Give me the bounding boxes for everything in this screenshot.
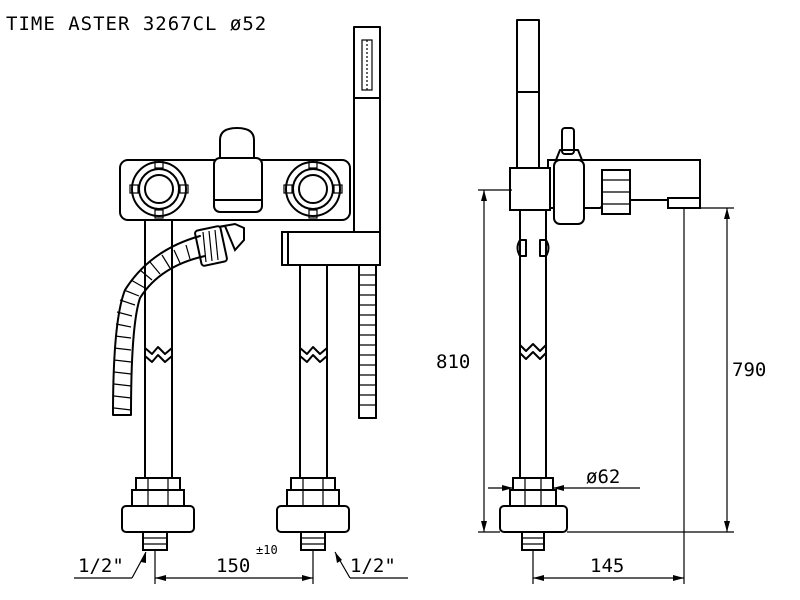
right-base	[276, 477, 350, 551]
side-view: 810 790 ø62 145	[436, 19, 766, 584]
side-dimensions: 810 790 ø62 145	[436, 189, 766, 584]
side-column	[519, 199, 547, 479]
hand-shower	[353, 26, 381, 236]
total-height-label: 810	[436, 351, 470, 373]
right-connection-label: 1/2"	[350, 555, 396, 577]
side-hand-shower	[516, 19, 550, 257]
left-base	[121, 477, 195, 551]
column-diameter-label: ø62	[586, 466, 620, 488]
front-dimensions: 150 ±10 1/2" 1/2"	[74, 543, 408, 584]
right-column	[299, 264, 328, 479]
spacing-tolerance-label: ±10	[256, 543, 278, 557]
hose-connector	[194, 222, 245, 267]
spout-projection-label: 145	[590, 555, 624, 577]
side-mixer-body	[509, 127, 701, 225]
left-column	[144, 219, 173, 479]
right-handle	[283, 159, 343, 219]
spacing-label: 150	[216, 555, 250, 577]
front-view: 150 ±10 1/2" 1/2"	[74, 26, 408, 584]
drawing-title: TIME ASTER 3267CL ø52	[6, 13, 267, 35]
shower-hose-right	[358, 264, 377, 419]
shower-holder	[281, 231, 381, 266]
diverter	[213, 126, 263, 213]
left-handle	[129, 159, 189, 219]
spout-height-label: 790	[732, 359, 766, 381]
shower-hose-left	[112, 235, 206, 416]
left-connection-label: 1/2"	[78, 555, 124, 577]
side-base	[499, 477, 568, 551]
